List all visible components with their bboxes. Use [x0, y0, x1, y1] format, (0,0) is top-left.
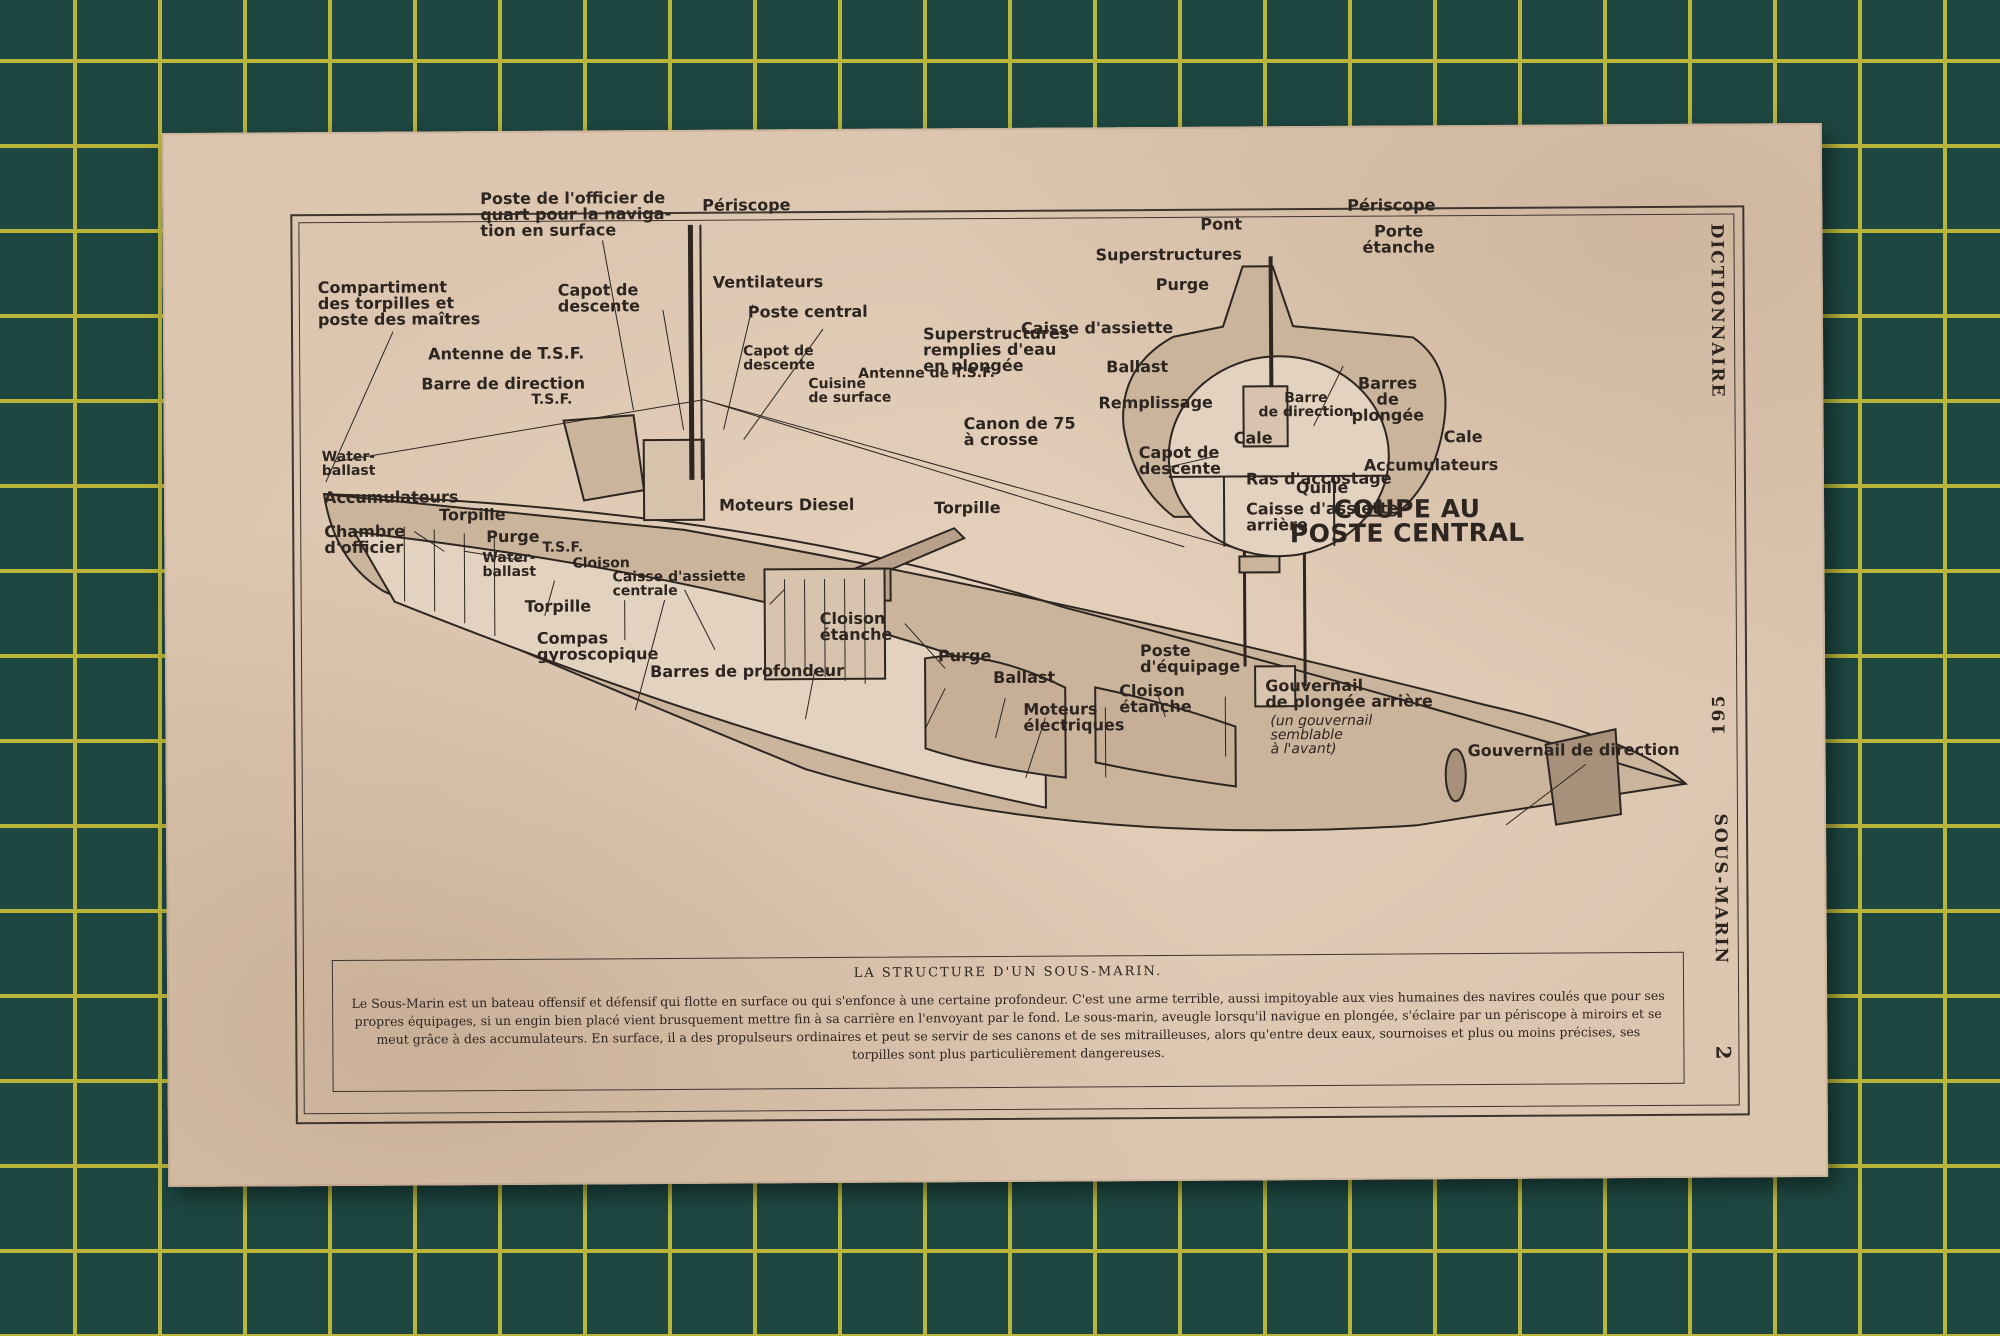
section-barres-plongee: Barres de plongée [1351, 373, 1425, 425]
label-cloison-etanche-1: Cloison étanche [819, 608, 893, 645]
cross-section-drawing [1122, 256, 1447, 574]
conning-tower [562, 414, 646, 502]
label-capot-descente-2: Capot de descente [743, 343, 816, 374]
label-cuisine: Cuisine de surface [808, 375, 892, 407]
section-quille: Quille [1295, 477, 1349, 498]
section-periscope: Périscope [1347, 195, 1436, 215]
label-barre-direction: Barre de direction [421, 373, 586, 394]
label-poste-officier: Poste de l'officier de quart pour la nav… [480, 188, 672, 241]
label-water-ballast-2: Water- ballast [482, 549, 537, 581]
deck-line [323, 493, 1687, 785]
section-porte-etanche: Porte étanche [1362, 221, 1435, 257]
label-accumulateurs-1: Accumulateurs [323, 487, 459, 508]
antenna-wire [333, 399, 704, 463]
label-gouvernail-direction: Gouvernail de direction [1467, 739, 1680, 761]
submarine-diagram [322, 224, 1689, 832]
label-cloison-etanche-2: Cloison étanche [1119, 680, 1192, 717]
periscope-mast [687, 224, 695, 480]
label-antenne-tsf-1: Antenne de T.S.F. [428, 343, 585, 364]
label-capot-descente-1: Capot de descente [557, 280, 640, 316]
section-cale-right: Cale [1443, 427, 1483, 447]
label-capot-descente-3: Capot de descente [1138, 442, 1221, 479]
label-tsf-top: T.S.F. [531, 391, 573, 408]
label-gouvernail-plongee: Gouvernail de plongée arrière [1265, 675, 1433, 712]
page-sidebar: DICTIONNAIRE 195 SOUS-MARIN 2 [1702, 223, 1741, 1103]
section-accumulateurs: Accumulateurs [1363, 454, 1499, 475]
label-compas: Compas gyroscopique [536, 628, 659, 664]
sidebar-sous-marin: SOUS-MARIN [1709, 813, 1731, 966]
print-page: Poste de l'officier de quart pour la nav… [161, 122, 1829, 1188]
label-compartiment-torpilles: Compartiment des torpilles et poste des … [317, 277, 481, 330]
sidebar-page-number: 2 [1711, 1045, 1736, 1062]
label-barres-profondeur: Barres de profondeur [650, 660, 845, 682]
caption-box: LA STRUCTURE D'UN SOUS-MARIN. Le Sous-Ma… [331, 951, 1685, 1093]
label-torpille-3: Torpille [934, 497, 1001, 518]
section-superstructures: Superstructures [1095, 244, 1242, 265]
section-title: COUPE AU POSTE CENTRAL [1289, 494, 1525, 549]
label-torpille-2: Torpille [524, 596, 592, 616]
label-chambre-officier: Chambre d'officier [324, 521, 406, 558]
caption-body: Le Sous-Marin est un bateau offensif et … [351, 987, 1665, 1062]
label-tsf-bottom: T.S.F. [542, 539, 584, 556]
label-water-ballast-1: Water- ballast [321, 448, 376, 480]
sidebar-page-range: 195 [1709, 693, 1730, 736]
label-caisse-centrale: Caisse d'assiette centrale [612, 568, 746, 600]
label-gouvernail-note: (un gouvernail semblable à l'avant) [1270, 712, 1373, 758]
label-periscope: Périscope [702, 195, 791, 215]
propeller [1444, 748, 1467, 803]
label-purge-2: Purge [937, 646, 992, 666]
section-pont: Pont [1200, 214, 1243, 234]
label-purge-1: Purge [486, 526, 540, 547]
section-barre-direction: Barre de direction [1258, 389, 1354, 421]
rudder [1544, 727, 1623, 826]
section-remplissage: Remplissage [1098, 392, 1213, 413]
section-caisse-assiette: Caisse d'assiette [1020, 317, 1174, 338]
label-torpille-1: Torpille [439, 504, 506, 525]
label-canon: Canon de 75 à crosse [963, 413, 1076, 450]
label-poste-central: Poste central [747, 301, 868, 322]
label-moteurs-diesel: Moteurs Diesel [719, 494, 855, 515]
label-moteurs-electriques: Moteurs électriques [1023, 699, 1125, 735]
label-ballast: Ballast [993, 667, 1056, 688]
caption-title: LA STRUCTURE D'UN SOUS-MARIN. [853, 963, 1163, 981]
section-purge: Purge [1155, 274, 1210, 295]
section-ballast: Ballast [1106, 356, 1169, 377]
section-cale-left: Cale [1233, 428, 1273, 448]
interior-cutaway [352, 530, 1047, 809]
label-poste-equipage: Poste d'équipage [1139, 640, 1241, 677]
label-ventilateurs: Ventilateurs [712, 272, 824, 292]
central-post-box [642, 438, 706, 522]
sidebar-dictionnaire: DICTIONNAIRE [1706, 223, 1728, 399]
